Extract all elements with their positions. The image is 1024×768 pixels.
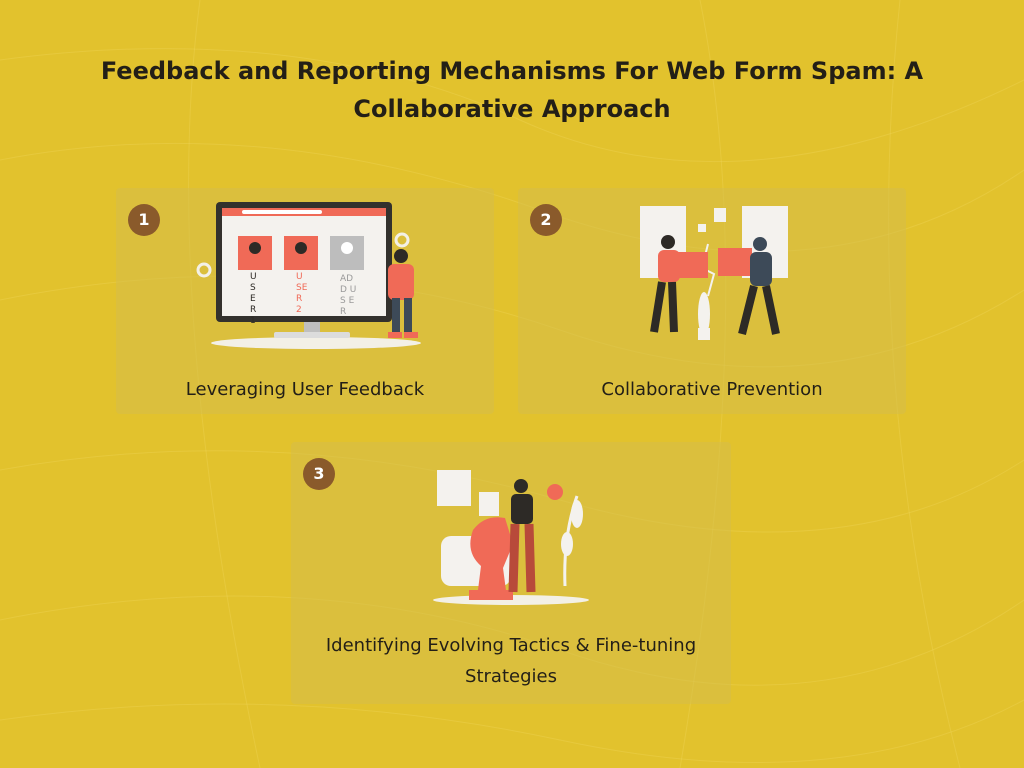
card-leveraging-user-feedback: 1 U S E R 1 U SE R 2 AD D US ER Leveragi… [116, 188, 494, 414]
card-collaborative-prevention: 2 Collaborative Prevention [518, 188, 906, 414]
add-user-tag: AD D US ER [340, 274, 357, 317]
people-joining-puzzle-illustration [640, 206, 788, 340]
monitor-user-profiles-illustration [196, 202, 421, 349]
page-title: Feedback and Reporting Mechanisms For We… [100, 57, 924, 123]
user-1-tag: U S E R 1 [250, 272, 257, 326]
card-label: Collaborative Prevention [601, 379, 823, 400]
chess-knight-strategy-illustration [433, 470, 589, 605]
card-label: Identifying Evolving Tactics & Fine-tuni… [325, 635, 697, 687]
card-identifying-evolving-tactics: 3 Identifying Evolving Tactics & Fine-tu… [291, 442, 731, 704]
card-label: Leveraging User Feedback [185, 379, 425, 400]
gear-icon [196, 262, 212, 278]
step-badge: 1 [128, 204, 160, 236]
step-badge: 3 [303, 458, 335, 490]
user-2-tag: U SE R 2 [296, 272, 308, 315]
gear-icon [394, 232, 410, 248]
step-badge: 2 [530, 204, 562, 236]
